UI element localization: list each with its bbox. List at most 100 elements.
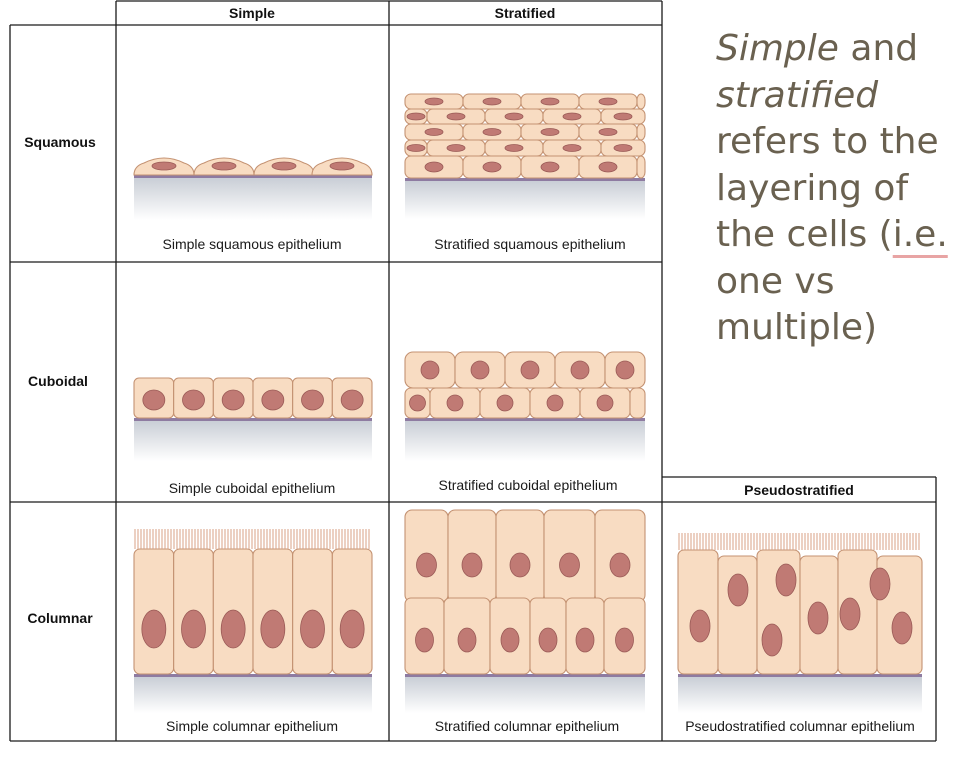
nucleus [424,97,444,106]
nucleus [807,601,829,635]
caption-stratified-cuboidal: Stratified cuboidal epithelium [439,477,618,493]
connective-tissue [134,677,372,713]
column-header-stratified: Stratified [495,5,556,21]
basement-membrane [405,178,645,181]
grid-lines [9,0,937,742]
connective-tissue [134,421,372,461]
nucleus [613,112,633,121]
nucleus [540,128,560,136]
nucleus [142,389,166,411]
simple-squamous-illustration [133,157,373,220]
nucleus [260,609,286,649]
nucleus [446,112,466,121]
nucleus [415,627,434,653]
cell [756,549,801,675]
basement-membrane [678,674,922,677]
nucleus [482,97,502,106]
nucleus [727,573,749,607]
nucleus [538,627,558,653]
nucleus [562,112,582,121]
row-label-cuboidal: Cuboidal [28,373,88,389]
nucleus [598,128,618,136]
nucleus [562,144,582,152]
nucleus [446,144,466,152]
nucleus [416,552,437,578]
nucleus [406,144,426,152]
nucleus [496,394,514,412]
nucleus [613,144,633,152]
connective-tissue [405,677,645,713]
nucleus [570,360,590,380]
caption-pseudostratified-columnar: Pseudostratified columnar epithelium [685,718,915,734]
basement-membrane [134,674,372,677]
nucleus [221,389,245,411]
nucleus [446,394,464,412]
nucleus [598,97,618,106]
nucleus [615,360,635,380]
nucleus [540,97,560,106]
nucleus [461,552,483,578]
nucleus [775,563,797,597]
nucleus [546,394,564,412]
pseudostratified-columnar-illustration [677,533,923,713]
nucleus [689,609,711,643]
connective-tissue [405,421,645,461]
note-simple: Simple [716,28,839,69]
column-header-simple: Simple [229,5,275,21]
nucleus [509,552,531,578]
nucleus [500,627,520,653]
nucleus [482,128,502,136]
nucleus [420,360,440,380]
connective-tissue [134,178,372,220]
cell [636,123,646,141]
nucleus [141,609,167,649]
nucleus [301,389,324,411]
simple-cuboidal-illustration [133,377,373,461]
basement-membrane [405,674,645,677]
nucleus [457,627,477,653]
nucleus [151,161,177,171]
nucleus [181,609,206,649]
nucleus [504,112,524,121]
caption-stratified-columnar: Stratified columnar epithelium [435,718,619,734]
nucleus [470,360,490,380]
nucleus [261,389,285,411]
cell [629,387,646,419]
microvilli [678,533,920,550]
nucleus [424,128,444,136]
nucleus [520,360,540,380]
row-label-columnar: Columnar [27,610,93,626]
nucleus [406,112,426,121]
nucleus [540,161,560,173]
simple-columnar-illustration [133,529,373,713]
basement-membrane [134,175,372,178]
nucleus [839,597,861,631]
nucleus [329,161,355,171]
nucleus [482,161,502,173]
nucleus [869,567,891,601]
stratified-cuboidal-illustration [404,351,646,461]
nucleus [504,144,524,152]
nucleus [220,609,246,649]
basement-membrane [134,418,372,421]
nucleus [424,161,444,173]
row-label-squamous: Squamous [24,134,96,150]
nucleus [182,389,205,411]
nucleus [761,623,783,657]
nucleus [891,611,913,645]
nucleus [559,552,580,578]
stratified-squamous-illustration [404,93,646,219]
nucleus [575,627,595,653]
connective-tissue [405,181,645,219]
note-stratified: stratified [716,74,879,116]
cell [636,155,646,179]
caption-simple-cuboidal: Simple cuboidal epithelium [169,480,336,496]
layering-note: Simple and stratified refers to the laye… [716,28,948,348]
caption-simple-squamous: Simple squamous epithelium [163,236,342,252]
nucleus [340,389,364,411]
nucleus [615,627,634,653]
nucleus [409,394,426,412]
nucleus [598,161,618,173]
nucleus [300,609,325,649]
